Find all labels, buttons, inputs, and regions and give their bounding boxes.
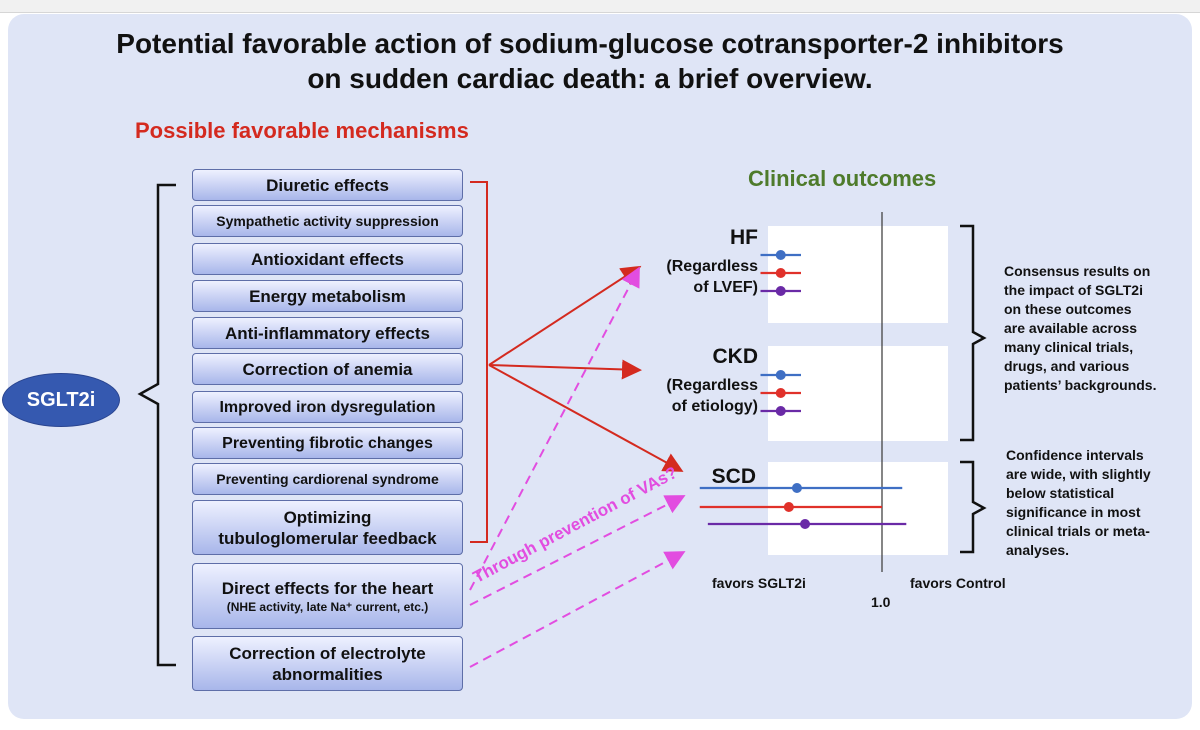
arrow-to-hf xyxy=(488,265,642,366)
outcome-ckd: CKD xyxy=(712,345,759,368)
mechanism-sublabel: (NHE activity, late Na⁺ current, etc.) xyxy=(226,599,429,614)
mechanism-box: Sympathetic activity suppression xyxy=(192,205,463,237)
note-line: significance in most xyxy=(1006,504,1141,520)
title-line-2: on sudden cardiac death: a brief overvie… xyxy=(307,63,873,94)
mechanism-box: Anti-inflammatory effects xyxy=(192,317,463,349)
clinical-outcomes-heading: Clinical outcomes xyxy=(748,166,937,191)
point-estimate-hf xyxy=(775,268,786,278)
confidence-note: Confidence intervals are wide, with slig… xyxy=(1006,446,1194,560)
brace-consensus xyxy=(960,224,987,442)
note-line: Consensus results on xyxy=(1004,263,1151,279)
reference-value-label: 1.0 xyxy=(871,594,891,610)
mechanism-box: Diuretic effects xyxy=(192,169,463,201)
dashed-arrow-to-scd-2 xyxy=(469,551,686,668)
point-estimate-hf xyxy=(775,250,786,260)
mechanisms-heading: Possible favorable mechanisms xyxy=(135,118,469,143)
left-brace xyxy=(137,183,176,667)
mechanism-label: Correction of anemia xyxy=(242,359,413,379)
mechanism-box: Correction of anemia xyxy=(192,353,463,385)
point-estimate-scd xyxy=(791,483,802,493)
mechanism-box: Antioxidant effects xyxy=(192,243,463,275)
mechanism-label: Optimizing tubuloglomerular feedback xyxy=(218,507,437,548)
point-estimate-scd xyxy=(800,519,811,529)
outcome-scd: SCD xyxy=(711,465,756,488)
note-line: patients’ backgrounds. xyxy=(1004,377,1157,393)
sglt2i-node: SGLT2i xyxy=(2,373,120,427)
note-line: are available across xyxy=(1004,320,1138,336)
note-line: Confidence intervals xyxy=(1006,447,1144,463)
note-line: clinical trials or meta- xyxy=(1006,523,1150,539)
browser-toolbar-strip xyxy=(0,0,1200,13)
note-line: the impact of SGLT2i xyxy=(1004,282,1143,298)
arrow-to-scd xyxy=(488,364,684,472)
mechanism-box: Preventing fibrotic changes xyxy=(192,427,463,459)
point-estimate-scd xyxy=(783,502,794,512)
scd-plot-panel xyxy=(768,462,948,555)
mechanism-label: Preventing fibrotic changes xyxy=(222,434,433,452)
point-estimate-ckd xyxy=(775,388,786,398)
outcome-hf-detail-line: (Regardless xyxy=(666,258,758,275)
mechanism-label: Correction of electrolyte abnormalities xyxy=(229,643,426,684)
mechanism-box: Direct effects for the heart(NHE activit… xyxy=(192,563,463,629)
favors-control-label: favors Control xyxy=(910,575,1006,591)
mechanism-label: Antioxidant effects xyxy=(250,249,405,269)
hf-plot-panel xyxy=(768,226,948,323)
point-estimate-hf xyxy=(775,286,786,296)
mechanism-label: Preventing cardiorenal syndrome xyxy=(216,470,439,487)
point-estimate-ckd xyxy=(775,370,786,380)
note-line: drugs, and various xyxy=(1004,358,1130,374)
arrow-to-ckd xyxy=(488,359,642,380)
mechanism-label: Energy metabolism xyxy=(249,286,406,306)
title-line-1: Potential favorable action of sodium-glu… xyxy=(116,28,1064,59)
note-line: below statistical xyxy=(1006,485,1115,501)
outcome-ckd-detail-line: (Regardless xyxy=(666,377,758,394)
mechanism-box: Improved iron dysregulation xyxy=(192,391,463,423)
note-line: are wide, with slightly xyxy=(1006,466,1151,482)
outcome-hf: HF xyxy=(730,226,758,249)
mechanism-label: Improved iron dysregulation xyxy=(219,398,436,416)
red-bracket xyxy=(470,181,488,543)
note-line: analyses. xyxy=(1006,542,1070,558)
dashed-arrow-to-scd-1 xyxy=(469,495,686,606)
outcome-hf-detail-line: of LVEF) xyxy=(693,279,758,296)
outcome-ckd-detail-line: of etiology) xyxy=(671,398,758,415)
mechanism-box: Energy metabolism xyxy=(192,280,463,312)
outcome-hf-detail: (Regardless of LVEF) xyxy=(608,256,758,298)
mechanism-label: Anti-inflammatory effects xyxy=(225,323,430,343)
outcome-ckd-detail: (Regardless of etiology) xyxy=(608,375,758,417)
mechanism-label: Diuretic effects xyxy=(266,175,389,195)
favors-sglt2i-label: favors SGLT2i xyxy=(712,575,806,591)
consensus-note: Consensus results on the impact of SGLT2… xyxy=(1004,262,1194,395)
dashed-arrow-to-hf xyxy=(469,266,640,591)
point-estimate-ckd xyxy=(775,406,786,416)
note-line: many clinical trials, xyxy=(1004,339,1134,355)
note-line: on these outcomes xyxy=(1004,301,1132,317)
mechanism-box: Preventing cardiorenal syndrome xyxy=(192,463,463,495)
mechanism-label: Sympathetic activity suppression xyxy=(216,212,439,229)
mechanism-box: Optimizing tubuloglomerular feedback xyxy=(192,500,463,555)
brace-confidence xyxy=(960,460,987,554)
figure-title: Potential favorable action of sodium-glu… xyxy=(0,26,1180,96)
mechanism-box: Correction of electrolyte abnormalities xyxy=(192,636,463,691)
mechanism-label: Direct effects for the heart xyxy=(221,578,434,598)
